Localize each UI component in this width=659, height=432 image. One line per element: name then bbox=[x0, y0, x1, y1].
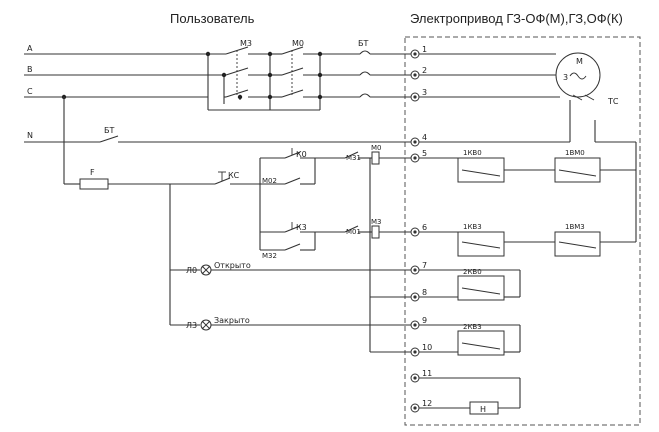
label-heater: Н bbox=[480, 405, 486, 414]
lamp-circuits bbox=[170, 158, 521, 353]
label-closed: Закрыто bbox=[214, 316, 250, 325]
label-m01: М01 bbox=[346, 228, 361, 236]
terminal-num-2: 2 bbox=[422, 66, 427, 75]
line-label-c: C bbox=[27, 87, 33, 96]
label-kc: КС bbox=[228, 171, 240, 180]
label-m31: М31 bbox=[346, 154, 361, 162]
label-m0: М0 bbox=[292, 39, 304, 48]
phase-lines bbox=[24, 46, 415, 111]
label-open: Открыто bbox=[214, 261, 251, 270]
motor-phase-label: 3 bbox=[563, 73, 568, 82]
label-k3: К3 bbox=[296, 223, 307, 232]
neutral-line bbox=[24, 100, 637, 242]
terminal-num-1: 1 bbox=[422, 45, 427, 54]
label-bt-top: БТ bbox=[358, 39, 368, 48]
label-m02: М02 bbox=[262, 177, 277, 185]
terminal-num-5: 5 bbox=[422, 149, 427, 158]
terminal-num-7: 7 bbox=[422, 261, 427, 270]
terminal-num-8: 8 bbox=[422, 288, 427, 297]
label-tc: ТС bbox=[607, 97, 619, 106]
control-feed bbox=[63, 97, 261, 325]
label-k0: К0 bbox=[296, 150, 307, 159]
label-l0: Л0 bbox=[186, 266, 197, 275]
line-label-n: N bbox=[27, 131, 33, 140]
terminal-num-11: 11 bbox=[422, 369, 432, 378]
close-branch bbox=[260, 222, 636, 251]
label-1vm3: 1ВМ3 bbox=[565, 223, 585, 231]
user-title: Пользователь bbox=[170, 11, 255, 26]
terminal-block bbox=[410, 49, 420, 413]
terminal-num-10: 10 bbox=[422, 343, 432, 352]
label-2kv0: 2КВ0 bbox=[463, 268, 482, 276]
label-coil-m3: М3 bbox=[371, 218, 382, 226]
motor-label: М bbox=[576, 57, 583, 66]
limit-switches bbox=[457, 157, 601, 356]
motor bbox=[415, 52, 601, 101]
label-fuse: F bbox=[90, 168, 95, 177]
label-2kv3: 2КВ3 bbox=[463, 323, 482, 331]
label-1kv0: 1КВ0 bbox=[463, 149, 482, 157]
actuator-title: Электропривод ГЗ-ОФ(М),ГЗ,ОФ(К) bbox=[410, 11, 623, 26]
terminal-num-9: 9 bbox=[422, 316, 427, 325]
line-label-b: B bbox=[27, 65, 33, 74]
label-1vm0: 1ВМ0 bbox=[565, 149, 585, 157]
line-label-a: A bbox=[27, 44, 33, 53]
terminal-num-3: 3 bbox=[422, 88, 427, 97]
actuator-boundary bbox=[404, 36, 641, 426]
label-1kv3: 1КВ3 bbox=[463, 223, 482, 231]
terminal-num-12: 12 bbox=[422, 399, 432, 408]
terminal-num-6: 6 bbox=[422, 223, 427, 232]
label-m32: М32 bbox=[262, 252, 277, 260]
terminal-num-4: 4 bbox=[422, 133, 427, 142]
label-bt-n: БТ bbox=[104, 126, 114, 135]
heater-circuit bbox=[415, 377, 521, 415]
label-l3: Л3 bbox=[186, 321, 197, 330]
label-coil-m0: М0 bbox=[371, 144, 382, 152]
open-branch bbox=[260, 148, 636, 185]
label-m3: М3 bbox=[240, 39, 252, 48]
